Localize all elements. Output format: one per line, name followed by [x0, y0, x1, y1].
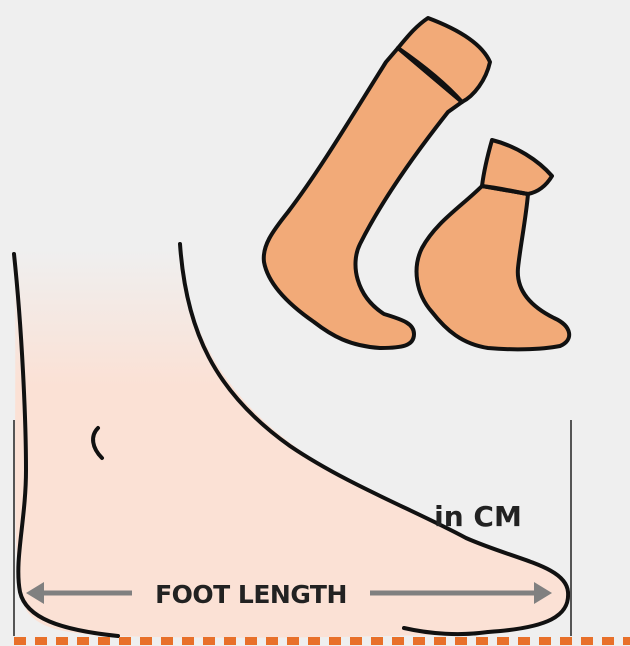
foot-length-label: FOOT LENGTH — [155, 580, 347, 609]
unit-label: in CM — [434, 500, 522, 533]
